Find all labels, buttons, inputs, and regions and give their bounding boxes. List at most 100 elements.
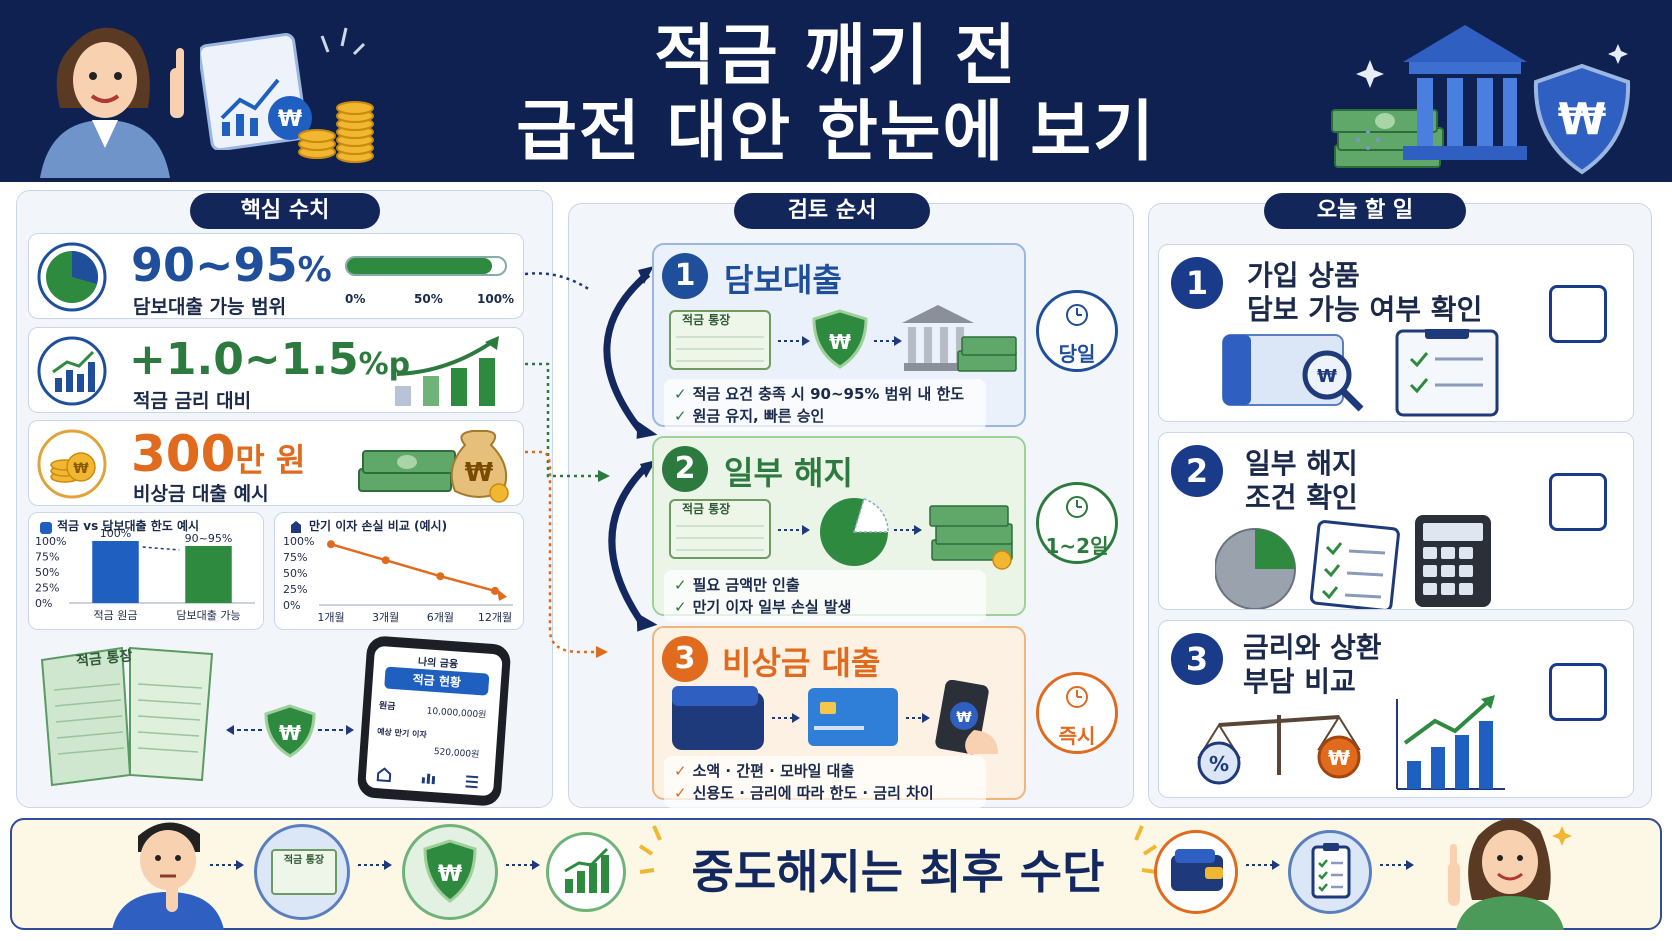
coin-stack-icon [298, 101, 374, 163]
footer-passbook-label: 적금 통장 [271, 849, 337, 895]
footer-headline: 중도해지는 최후 수단 [691, 845, 1105, 899]
todo-card-1: 1 가입 상품 담보 가능 여부 확인 ₩ [1158, 244, 1634, 422]
stat-value-rate-diff: +1.0~1.5%p [129, 334, 411, 385]
step-number-1: 1 [662, 253, 708, 299]
footer-arrow-3 [506, 860, 540, 870]
step1-check-item-1: ✓적금 요건 충족 시 90~95% 범위 내 한도 [674, 385, 965, 403]
thinking-man-illustration [112, 822, 224, 930]
sparkle-lines-icon [320, 27, 366, 56]
chart1-bar-value: 90~95% [185, 532, 233, 545]
step1-flow-illustration: ₩ [669, 305, 1017, 372]
svg-text:₩: ₩ [1558, 94, 1607, 145]
chart1-bar [185, 545, 232, 603]
key-figures-pill: 핵심 수치 [190, 193, 380, 229]
todo-checkbox-3[interactable] [1549, 663, 1607, 721]
footer-arrow-5 [1380, 860, 1414, 870]
chart1-category-label: 적금 원금 [94, 609, 138, 622]
chart2-xtick: 6개월 [427, 611, 454, 624]
todo-checkbox-1[interactable] [1549, 285, 1607, 343]
step3-flow-illustration: ₩ [672, 680, 998, 755]
time-label-immediate: 즉시 [1058, 724, 1096, 748]
step2-check-list: ✓필요 금액만 인출 ✓만기 이자 일부 손실 발생 [664, 570, 986, 622]
coins-icon: ₩ [37, 429, 107, 499]
time-label-same-day: 당일 [1058, 342, 1096, 366]
step2-check-item-1: ✓필요 금액만 인출 [674, 576, 800, 594]
phone-screen: 나의 금융 적금 현황 원금 10,000,000원 예상 만기 이자 520,… [365, 645, 503, 797]
todo-number-2: 2 [1171, 445, 1223, 497]
svg-text:₩: ₩ [956, 710, 972, 726]
step2-flow-illustration [669, 498, 1013, 570]
chart2-ytick: 25% [283, 583, 307, 596]
stat-value-emergency-loan: 300만 원 [131, 425, 306, 483]
chart2-series-line [330, 543, 496, 593]
phone-principal-label: 원금 [378, 701, 396, 713]
svg-text:₩: ₩ [829, 330, 851, 354]
flow-arrows [524, 266, 658, 658]
svg-text:₩: ₩ [1317, 366, 1337, 387]
wallet-icon [1171, 849, 1223, 891]
chart1-ytick: 25% [35, 582, 59, 595]
step-card-emergency-loan: 3 비상금 대출 ₩ ✓소액 · 간편 · 모바일 대출 ✓신용도 · 금리에 … [652, 626, 1026, 808]
chart2-point [436, 572, 445, 581]
svg-text:₩: ₩ [438, 862, 462, 887]
chart2-xtick: 12개월 [478, 611, 512, 624]
step-title-3: 비상금 대출 [722, 644, 881, 682]
loan-range-progress-fill [347, 258, 493, 274]
footer-arrow-4 [1246, 860, 1280, 870]
chart1-bar [92, 541, 139, 603]
phone-interest-value: 520,000원 [433, 747, 480, 761]
bank-building-icon [1403, 25, 1527, 160]
time-badge-immediate: 즉시 [1036, 672, 1118, 754]
chart2-ytick: 0% [283, 599, 300, 612]
rising-bars-icon [395, 336, 499, 406]
progress-tick-100: 100% [477, 292, 515, 306]
svg-text:₩: ₩ [279, 721, 301, 745]
step-card-collateral-loan: 1 담보대출 ₩ 적금 통장 ✓적금 요건 충족 시 90~95% 범위 내 한… [652, 243, 1026, 431]
step-number-2: 2 [662, 446, 708, 492]
cash-and-moneybag-icon: ₩ [358, 430, 509, 503]
checklist-icon [1311, 843, 1351, 899]
clock-icon [1066, 686, 1088, 708]
home-icon [376, 767, 392, 783]
phone-tabbar[interactable] [374, 764, 487, 790]
scale-and-growth-chart-icon: % ₩ [1197, 695, 1505, 790]
chart1-ytick: 75% [35, 551, 59, 564]
header-banner: ₩ 적금 깨기 전 급전 대안 한눈에 보기 ₩ [0, 0, 1672, 182]
chart2-point [381, 556, 390, 565]
footer-shield-circle: ₩ [402, 824, 498, 920]
step3-check-item-2: ✓신용도 · 금리에 따라 한도 · 금리 차이 [674, 784, 934, 802]
page-title-line1: 적금 깨기 전 [654, 17, 1018, 94]
won-shield-icon: ₩ [423, 839, 477, 903]
chart2-ytick: 75% [283, 551, 307, 564]
stat-label-rate-diff: 적금 금리 대비 [133, 390, 252, 412]
todo-line1-2: 일부 해지 [1245, 447, 1358, 480]
step1-check-list: ✓적금 요건 충족 시 90~95% 범위 내 한도 ✓원금 유지, 빠른 승인 [664, 379, 986, 431]
phone-principal-value: 10,000,000원 [426, 706, 487, 721]
step2-passbook-label: 적금 통장 [682, 502, 731, 516]
chart1-bar-value: 100% [100, 527, 131, 540]
menu-icon [465, 775, 479, 789]
stat-card-loan-range: 90~95% 담보대출 가능 범위 0% 50% 100% [28, 233, 524, 319]
chart1-ytick: 50% [35, 566, 59, 579]
progress-tick-50: 50% [414, 292, 443, 306]
todo-checkbox-2[interactable] [1549, 473, 1607, 531]
svg-text:%: % [1209, 752, 1229, 776]
time-badge-same-day: 당일 [1036, 290, 1118, 372]
chart2-ytick: 50% [283, 567, 307, 580]
svg-text:₩: ₩ [73, 461, 89, 477]
chart2-ytick: 100% [283, 535, 314, 548]
todo-line2-3: 부담 비교 [1243, 665, 1356, 698]
footer-growth-circle [546, 832, 626, 912]
mini-chart-limit-compare: 적금 vs 담보대출 한도 예시 100%75%50%25%0%100%적금 원… [28, 512, 264, 630]
review-order-pill: 검토 순서 [734, 193, 930, 229]
step-number-3: 3 [662, 636, 708, 682]
footer-arrow-2 [358, 860, 392, 870]
phone-illustration: 나의 금융 적금 현황 원금 10,000,000원 예상 만기 이자 520,… [356, 635, 512, 807]
step-title-2: 일부 해지 [724, 454, 853, 492]
step-title-1: 담보대출 [724, 261, 842, 299]
growth-chart-icon [37, 336, 107, 406]
todo-card-2: 2 일부 해지 조건 확인 [1158, 432, 1634, 610]
clock-icon [1066, 496, 1088, 518]
